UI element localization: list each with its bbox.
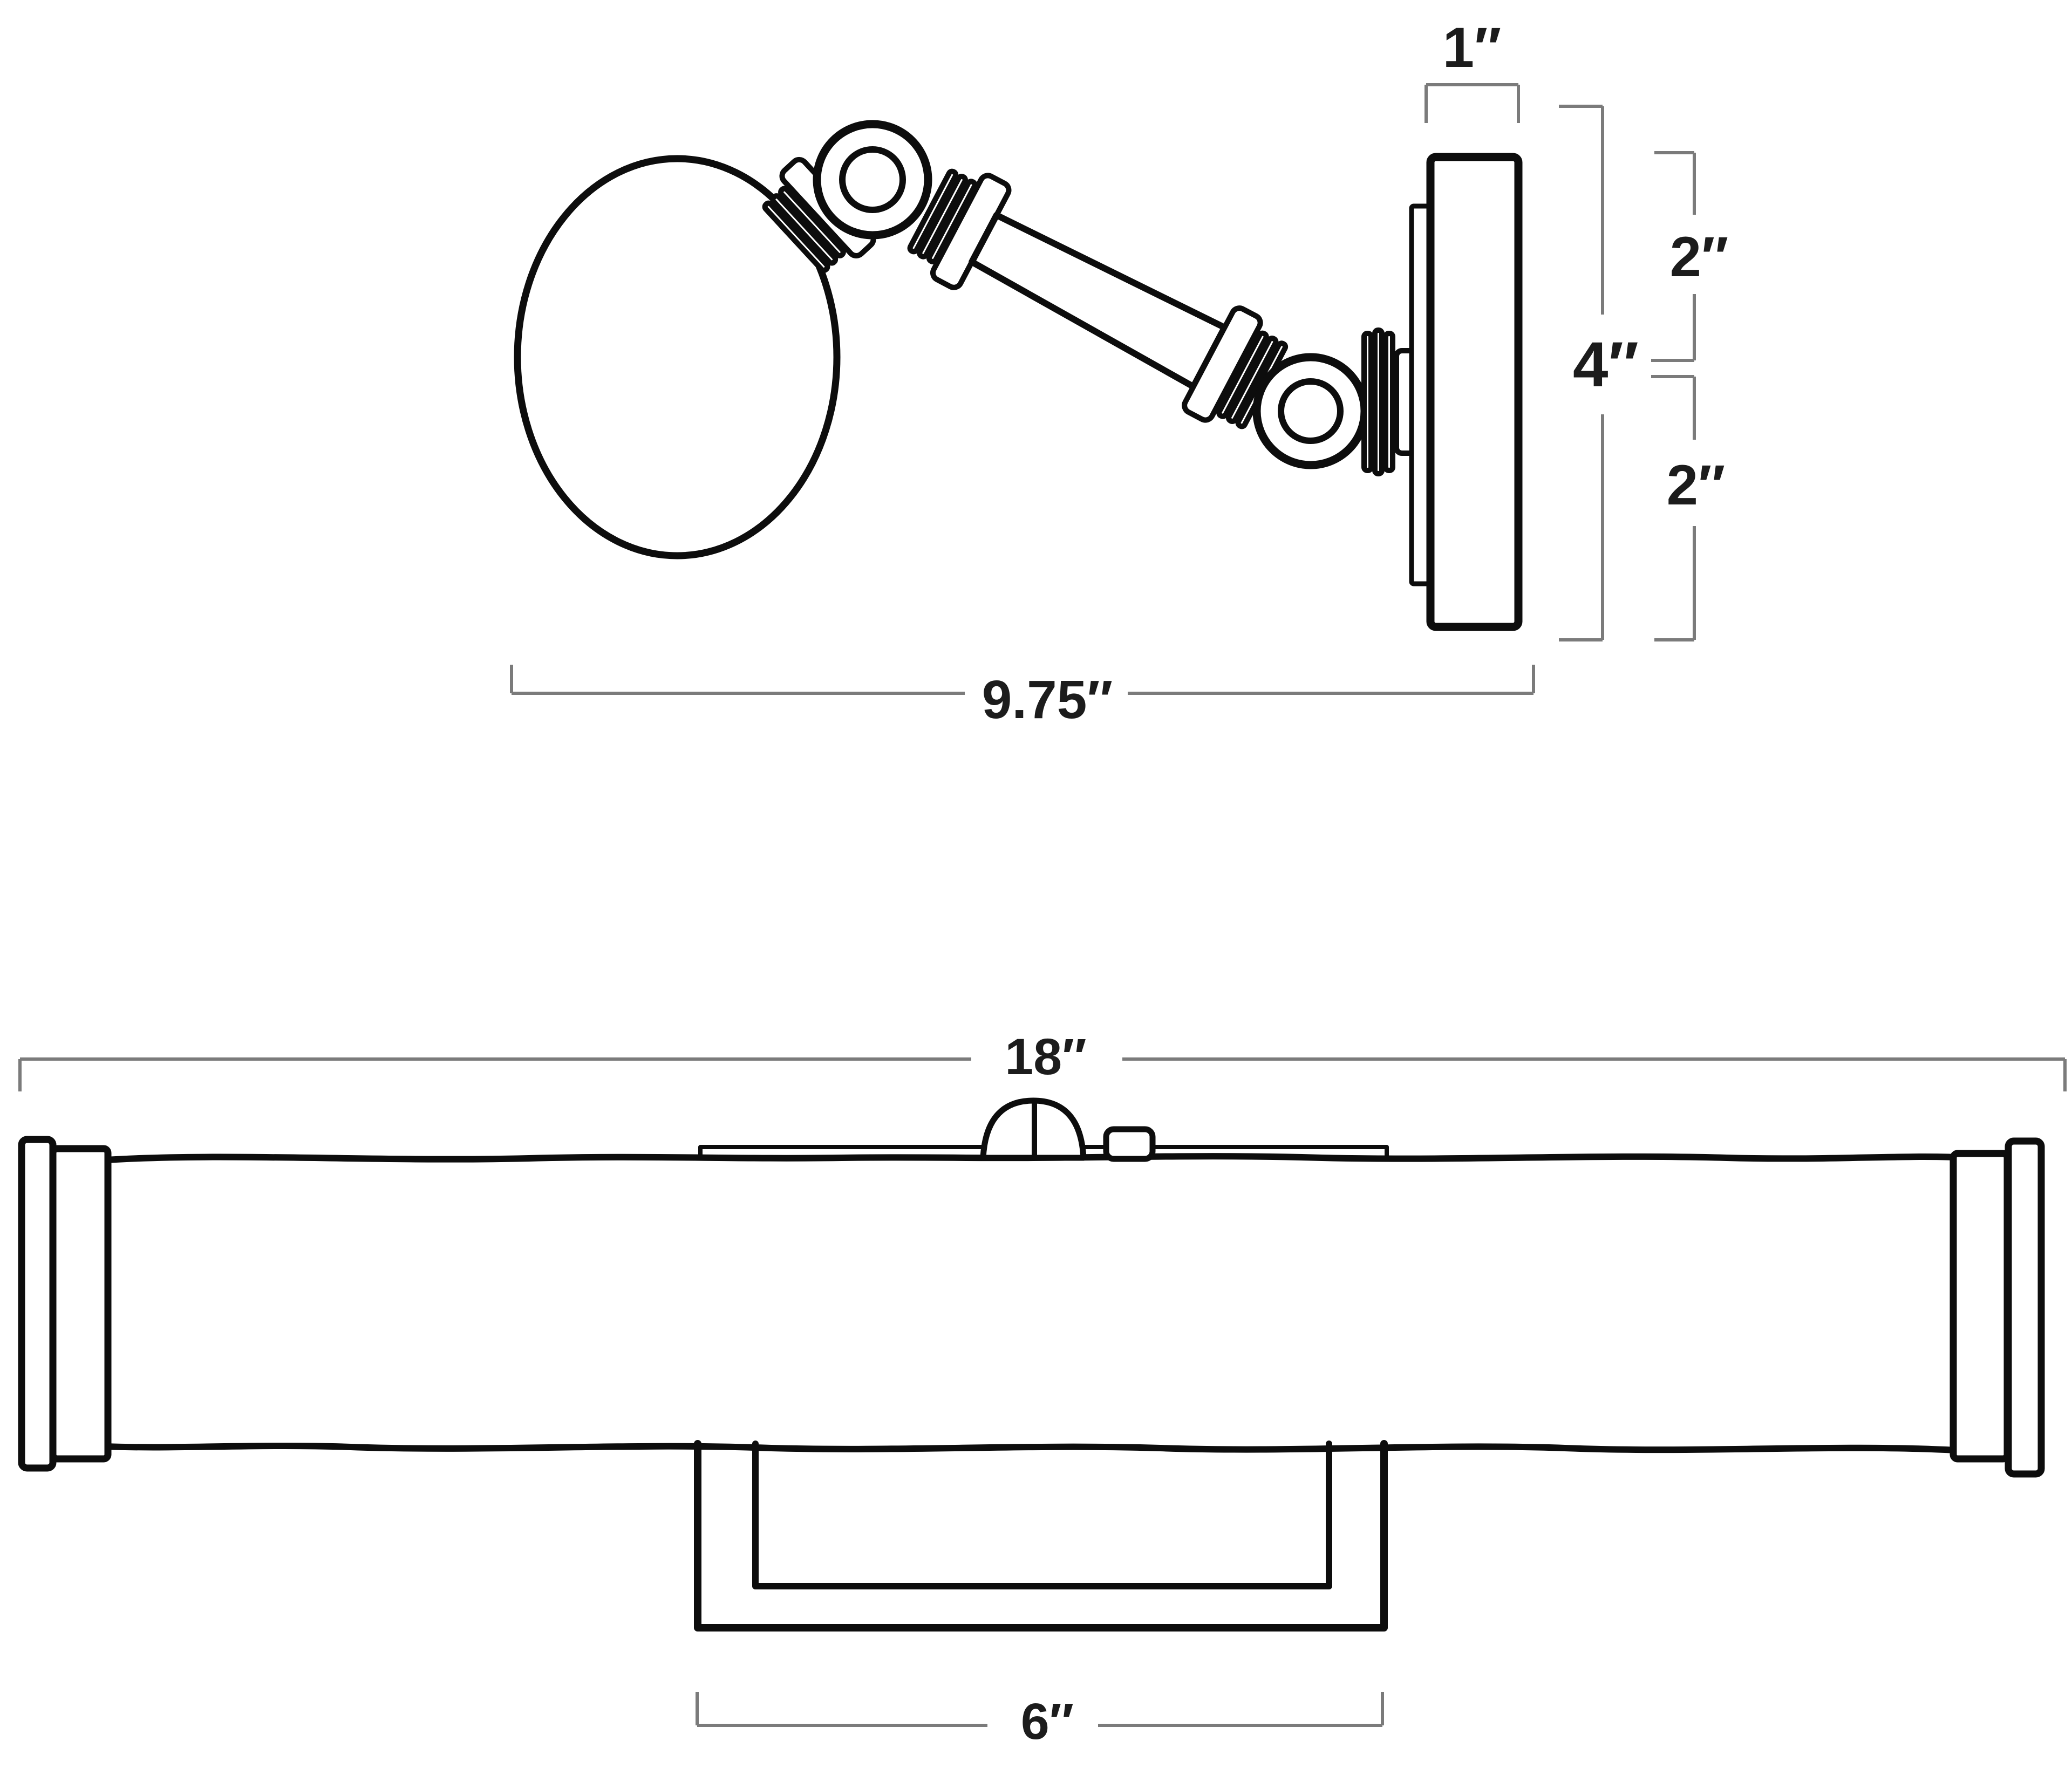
globe-shade [514,155,841,559]
right-end-cap [1950,1137,2045,1478]
wall-collar [1361,327,1419,476]
upper-swivel-joint [813,120,932,240]
dim-bracket-2in-upper [1651,151,1696,362]
dim-label-1in: 1″ [1443,16,1502,79]
side-view [514,120,1523,631]
dim-label-2in-upper: 2″ [1670,226,1729,289]
side-view-dimensions [510,83,1696,695]
dim-label-4in: 4″ [1573,329,1639,400]
arm-tube [969,211,1228,390]
left-end-cap [18,1136,112,1472]
dim-label-18in: 18″ [1005,1028,1086,1086]
front-view-dimensions [18,1057,2067,1727]
dim-bracket-9p75in [510,665,1535,695]
dim-bracket-2in-lower [1651,375,1696,641]
tube-body [103,1153,1959,1453]
wall-plate [1426,153,1523,631]
dim-label-6in: 6″ [1021,1693,1074,1750]
dim-bracket-18in [18,1057,2067,1091]
front-view [18,1097,2045,1632]
adjuster-knob [1103,1126,1156,1162]
bracket-inner [752,1441,1332,1589]
bracket-outer [694,1440,1388,1632]
wall-plate-back [1409,203,1432,586]
dim-bracket-4in [1559,105,1604,641]
arm [907,168,1289,429]
dim-label-2in-lower: 2″ [1667,454,1726,517]
backplate-bracket [694,1440,1388,1632]
screw-dome [980,1097,1087,1161]
dim-bracket-1in [1424,83,1520,123]
lower-swivel-joint [1252,353,1369,469]
dim-bracket-6in [696,1692,1384,1727]
dim-label-9p75in: 9.75″ [982,670,1113,730]
